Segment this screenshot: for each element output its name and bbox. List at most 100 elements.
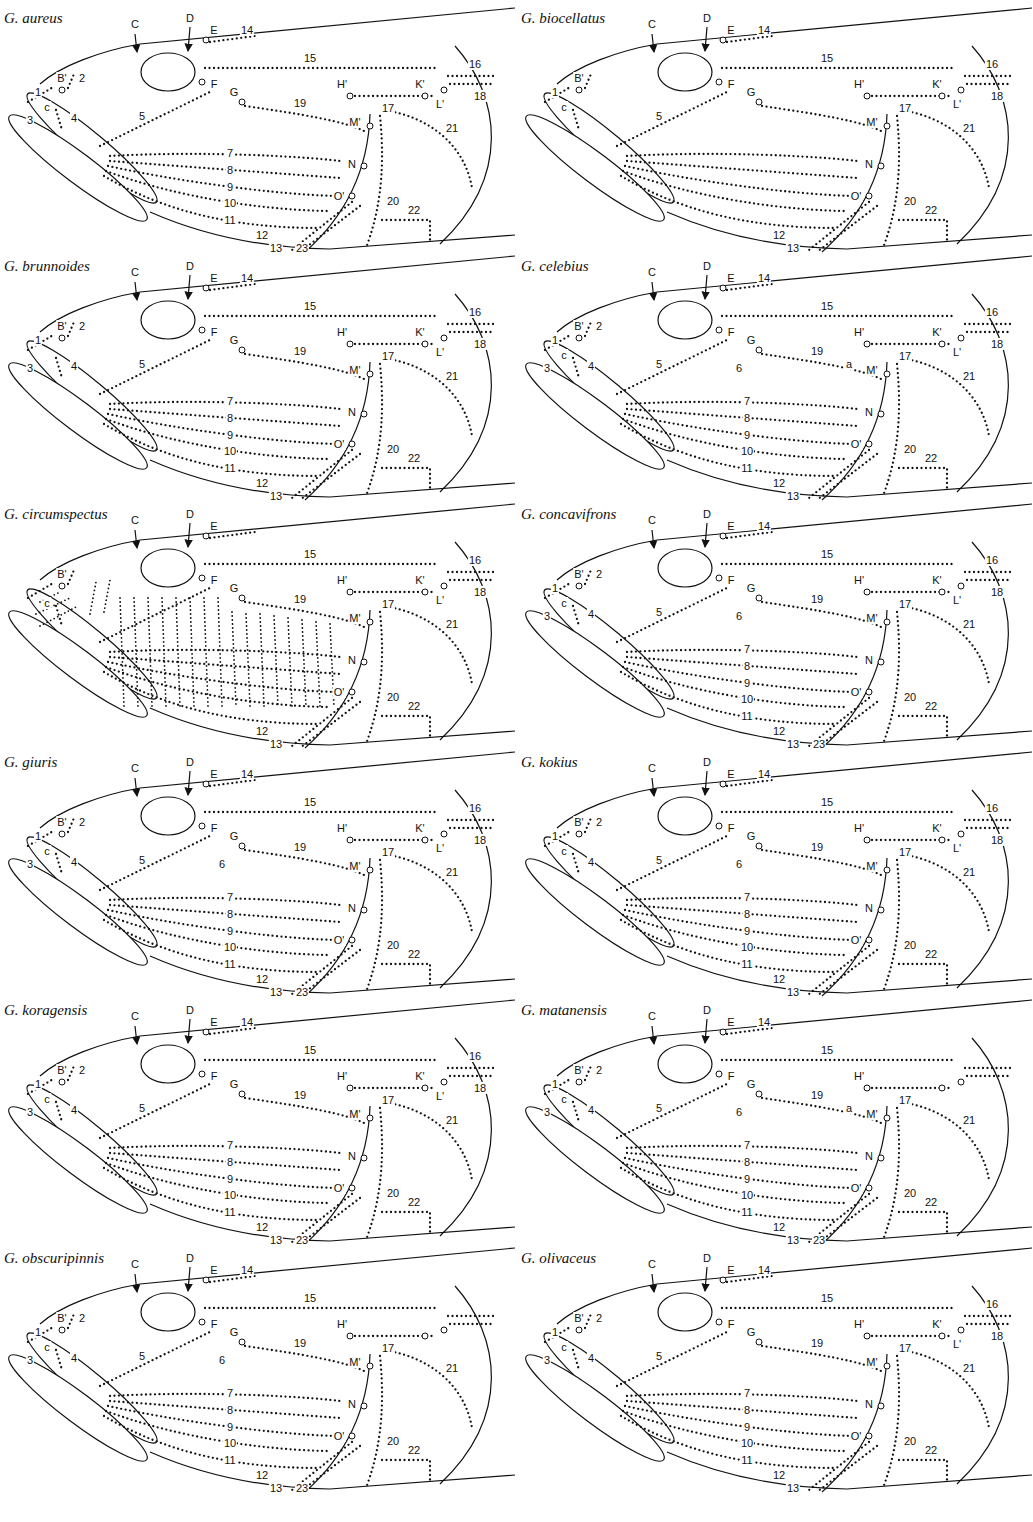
papilla-label: 11 xyxy=(740,462,753,474)
papilla-label: F xyxy=(727,1318,736,1330)
papilla-label: K' xyxy=(931,574,942,586)
papilla-label: 20 xyxy=(903,195,917,207)
papilla-label: C xyxy=(130,514,140,526)
papilla-label: 7 xyxy=(743,643,751,655)
papilla-label: c xyxy=(560,1093,568,1105)
papilla-label: B' xyxy=(573,1312,584,1324)
papilla-label: E xyxy=(209,1264,218,1276)
papilla-label: 7 xyxy=(226,1387,234,1399)
papilla-label: 12 xyxy=(255,477,269,489)
papilla-label: N xyxy=(864,1150,874,1162)
papilla-label: 1 xyxy=(34,830,42,842)
papilla-label: D xyxy=(702,260,712,272)
papilla-label: 5 xyxy=(655,606,663,618)
papilla-label: 18 xyxy=(990,834,1004,846)
papilla-label: O' xyxy=(850,190,863,202)
papilla-label: 19 xyxy=(810,345,824,357)
papilla-label: 17 xyxy=(898,598,912,610)
papilla-label: 8 xyxy=(743,908,751,920)
papilla-label: N xyxy=(347,654,357,666)
papilla-label: L' xyxy=(435,346,445,358)
papilla-label: G xyxy=(746,1078,757,1090)
papilla-label: 17 xyxy=(898,846,912,858)
papilla-label: 2 xyxy=(78,72,86,84)
papilla-label: K' xyxy=(414,78,425,90)
species-name: G. biocellatus xyxy=(521,10,605,27)
papilla-label: 21 xyxy=(962,618,976,630)
papilla-label: H' xyxy=(336,78,348,90)
papilla-label: 17 xyxy=(381,102,395,114)
papilla-label: 22 xyxy=(924,1196,938,1208)
papilla-label: 19 xyxy=(810,1089,824,1101)
papilla-label: 4 xyxy=(587,360,595,372)
papilla-label: F xyxy=(210,822,219,834)
papilla-label: C xyxy=(130,1258,140,1270)
papilla-label: C xyxy=(647,762,657,774)
papilla-label: 9 xyxy=(226,1421,234,1433)
papilla-label: 1 xyxy=(34,1078,42,1090)
papilla-label: C xyxy=(647,1258,657,1270)
papilla-label: 1 xyxy=(551,86,559,98)
papilla-label: 14 xyxy=(757,768,771,780)
papilla-label: O' xyxy=(850,438,863,450)
papilla-label: C xyxy=(647,514,657,526)
papilla-label: 15 xyxy=(820,52,834,64)
papilla-label: 8 xyxy=(226,908,234,920)
papilla-label: 14 xyxy=(240,1264,254,1276)
papilla-label: 19 xyxy=(293,593,307,605)
papilla-label: 10 xyxy=(223,941,237,953)
papilla-label: 8 xyxy=(743,1156,751,1168)
papilla-label: 13 xyxy=(786,1482,800,1494)
papilla-label: 10 xyxy=(223,445,237,457)
papilla-label: D xyxy=(185,508,195,520)
papilla-label: O' xyxy=(850,1430,863,1442)
papilla-label: 15 xyxy=(820,1292,834,1304)
papilla-label: G xyxy=(229,582,240,594)
papilla-label: 6 xyxy=(735,858,743,870)
papilla-label: 8 xyxy=(743,412,751,424)
papilla-label: N xyxy=(347,158,357,170)
papilla-label: 8 xyxy=(743,660,751,672)
papilla-label: 16 xyxy=(468,1050,482,1062)
papilla-label: B' xyxy=(56,72,67,84)
papilla-label: 12 xyxy=(255,973,269,985)
papilla-label: F xyxy=(210,78,219,90)
papilla-label: B' xyxy=(573,1064,584,1076)
species-name: G. celebius xyxy=(521,258,588,275)
papilla-label: 16 xyxy=(985,1298,999,1310)
papilla-label: 14 xyxy=(240,272,254,284)
papilla-label: N xyxy=(864,158,874,170)
papilla-label: 21 xyxy=(445,1114,459,1126)
papilla-label: 18 xyxy=(990,338,1004,350)
papilla-label: 12 xyxy=(772,1469,786,1481)
papilla-label: G xyxy=(229,830,240,842)
papilla-label: O' xyxy=(850,934,863,946)
papilla-label: N xyxy=(864,654,874,666)
papilla-label: 21 xyxy=(962,1114,976,1126)
papilla-label: E xyxy=(726,24,735,36)
papilla-label: 22 xyxy=(407,452,421,464)
papilla-label: 1 xyxy=(551,1326,559,1338)
papilla-label: G xyxy=(746,582,757,594)
papilla-label: C xyxy=(647,1010,657,1022)
papilla-label: D xyxy=(702,756,712,768)
papilla-label: M' xyxy=(348,364,361,376)
papilla-label: 15 xyxy=(303,1292,317,1304)
papilla-label: H' xyxy=(853,78,865,90)
papilla-label: E xyxy=(726,272,735,284)
papilla-label: 7 xyxy=(226,1139,234,1151)
papilla-label: 4 xyxy=(70,360,78,372)
species-name: G. obscuripinnis xyxy=(4,1250,104,1267)
papilla-label: B' xyxy=(573,816,584,828)
papilla-label: M' xyxy=(348,1108,361,1120)
papilla-label: 13 xyxy=(786,738,800,750)
papilla-label: E xyxy=(209,520,218,532)
papilla-label: O' xyxy=(333,1182,346,1194)
papilla-label: F xyxy=(210,1070,219,1082)
papilla-label: 7 xyxy=(743,1387,751,1399)
papilla-label: 11 xyxy=(223,1206,236,1218)
papilla-label: 23 xyxy=(295,986,309,998)
species-name: G. brunnoides xyxy=(4,258,90,275)
papilla-label: 9 xyxy=(743,429,751,441)
